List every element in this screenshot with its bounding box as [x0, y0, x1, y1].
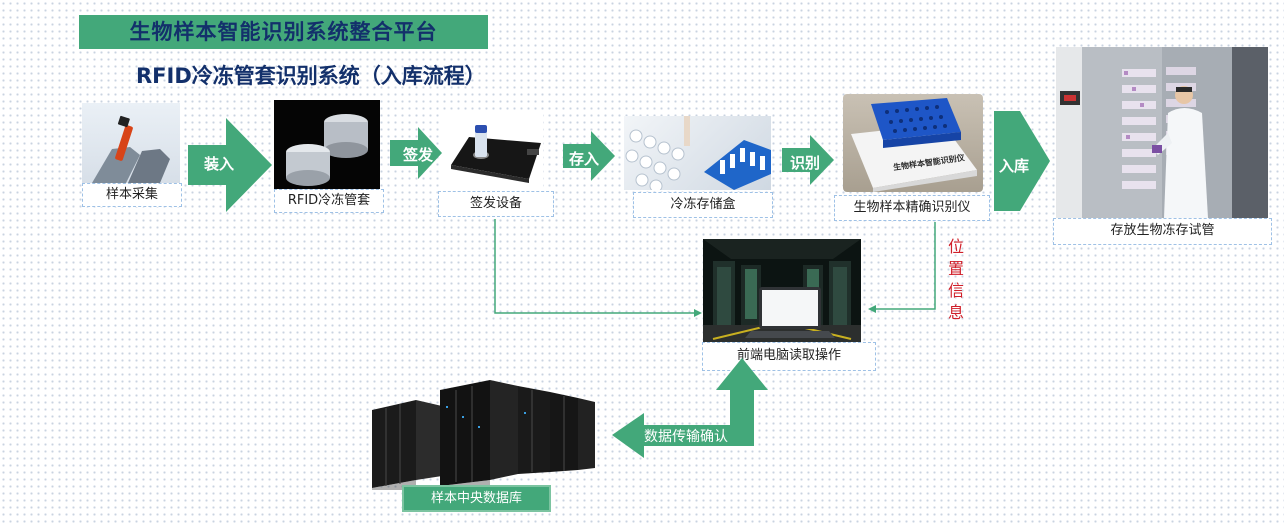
deposit-arrow: [563, 131, 615, 181]
rfid-tube-label: RFID冷冻管套: [274, 189, 384, 213]
deposit-arrow-label: 存入: [569, 150, 600, 168]
identify-arrow: [782, 135, 834, 185]
data-transfer-arrow-label: 数据传输确认: [644, 429, 728, 445]
identifier-image: 生物样本智能识别仪: [843, 94, 983, 192]
data-transfer-arrow: [612, 358, 770, 458]
page-subtitle: RFID冷冻管套识别系统（入库流程）: [136, 64, 486, 88]
frontend-pc-image: [703, 239, 861, 342]
load-arrow: [188, 118, 272, 212]
issuing-device-label: 签发设备: [438, 191, 554, 217]
issue-arrow-label: 签发: [403, 146, 434, 164]
storage-label: 存放生物冻存试管: [1053, 218, 1272, 245]
warehouse-arrow-label: 入库: [999, 157, 1030, 175]
warehouse-arrow: [994, 111, 1050, 211]
position-info-label: 位置信息: [947, 237, 964, 322]
central-db-label: 样本中央数据库: [402, 485, 551, 512]
issue-arrow: [390, 127, 442, 179]
issuing-device-image: [443, 113, 543, 188]
storage-box-image: [624, 116, 771, 190]
sample-collection-label: 样本采集: [82, 183, 182, 207]
page-title: 生物样本智能识别系统整合平台: [79, 15, 488, 49]
sample-collection-image: [82, 103, 180, 183]
rfid-tube-image: [274, 100, 380, 189]
storage-image: [1056, 47, 1268, 218]
load-arrow-label: 装入: [204, 155, 235, 173]
identify-arrow-label: 识别: [790, 154, 821, 172]
identifier-label: 生物样本精确识别仪: [834, 195, 990, 221]
central-db-image: [372, 376, 595, 490]
frontend-pc-label: 前端电脑读取操作: [702, 342, 876, 371]
storage-box-label: 冷冻存储盒: [633, 192, 773, 218]
